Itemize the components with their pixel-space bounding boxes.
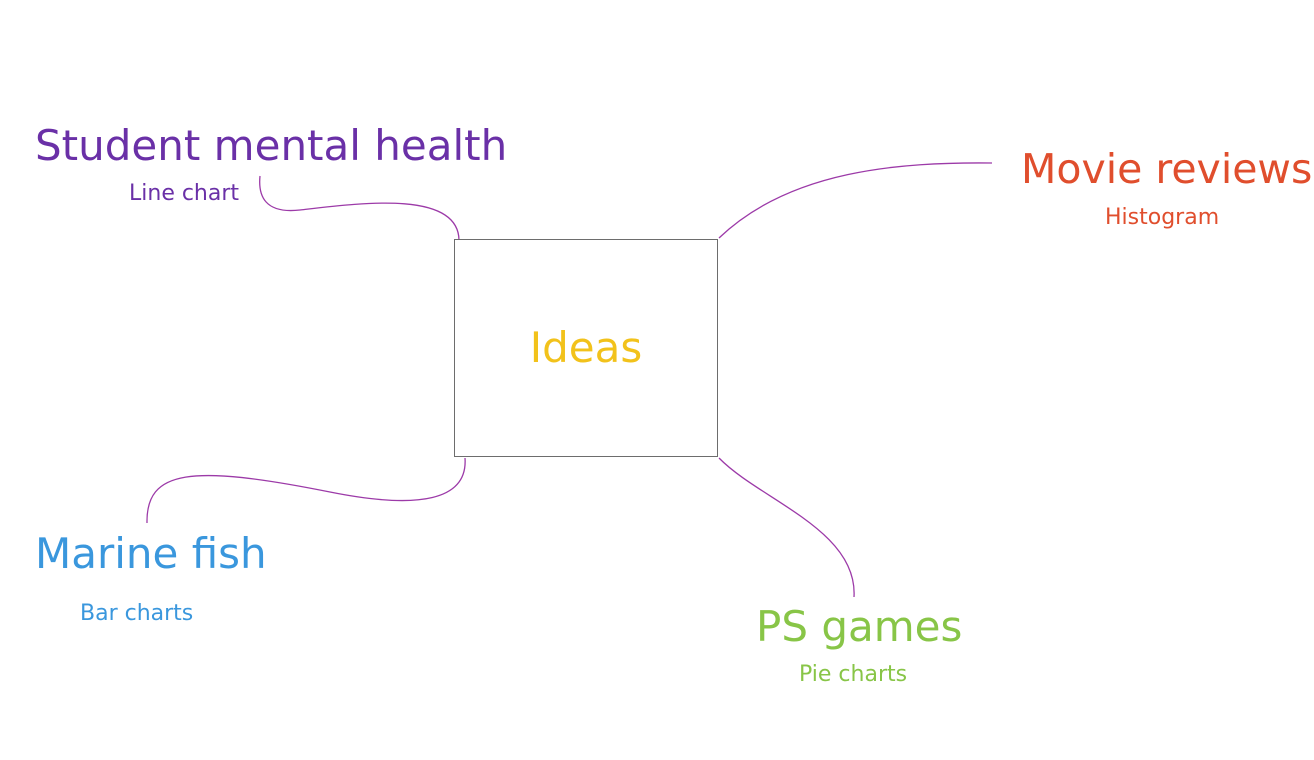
node-title-movie-reviews[interactable]: Movie reviews: [1021, 145, 1313, 193]
node-subtitle-ps-games: Pie charts: [799, 662, 908, 687]
connector-marine-fish: [146, 457, 466, 524]
connector-movie-reviews: [718, 162, 993, 239]
node-subtitle-student-mental-health: Line chart: [129, 181, 240, 206]
connector-ps-games: [718, 457, 855, 598]
connector-student-mental-health: [259, 175, 460, 241]
center-idea-box[interactable]: [454, 239, 718, 457]
node-subtitle-movie-reviews: Histogram: [1105, 205, 1220, 230]
node-subtitle-marine-fish: Bar charts: [80, 601, 194, 626]
node-title-marine-fish[interactable]: Marine fish: [35, 529, 267, 578]
node-title-student-mental-health[interactable]: Student mental health: [35, 121, 508, 170]
node-title-ps-games[interactable]: PS games: [756, 602, 963, 651]
center-idea-label: Ideas: [529, 323, 643, 372]
